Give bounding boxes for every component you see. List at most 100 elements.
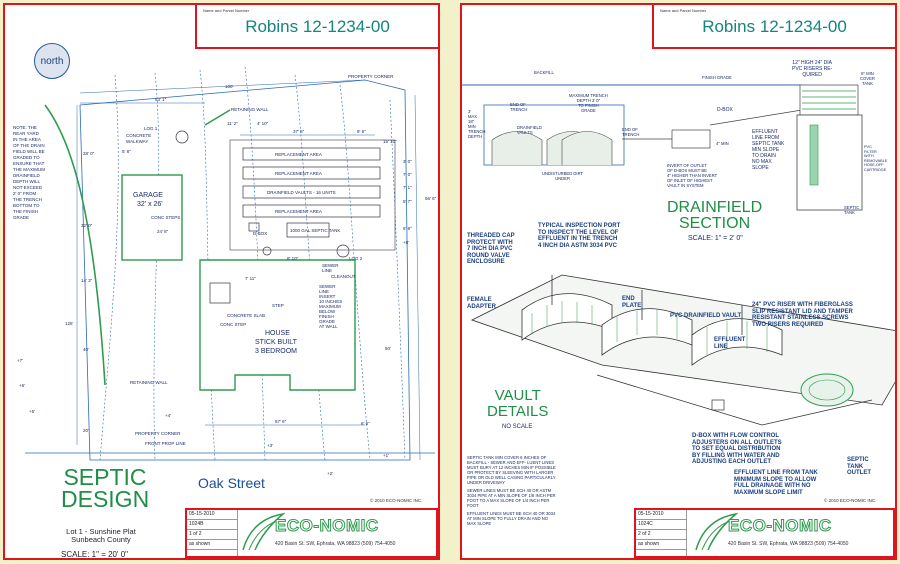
undisturbed-note: UNDISTURBED DIRT UNDER [542,171,584,181]
site-plan-drawing: GARAGE 32' x 26' HOUSE STICK BUILT 3 BED… [13,66,437,476]
retaining-wall-left-label: RETAINING WALL [130,380,168,385]
svg-text:+8': +8' [403,240,409,245]
footer-block: 05-15-2010 1024B 1 of 2 as shown ECO-NOM… [185,508,438,558]
septic-outlet-callout: SEPTIC TANK OUTLET [847,457,871,476]
pvc-filter-shape [809,124,819,186]
svg-text:8' 10": 8' 10" [287,256,299,261]
svg-text:DRAINFIELD: DRAINFIELD [13,173,41,178]
svg-text:15' 10": 15' 10" [383,139,397,144]
project-name-2: Robins 12-1234-00 [702,17,847,36]
eco-leaf-icon [242,512,285,551]
site-scale: SCALE: 1" = 20' 0" [61,550,129,559]
replacement-area-1: REPLACEMENT AREA [275,152,322,157]
street-name: Oak Street [198,475,265,491]
svg-text:NOT EXCEED: NOT EXCEED [13,185,43,190]
female-adapter-callout: FEMALE ADAPTER [467,297,497,310]
vault-details-title: VAULT DETAILS [487,387,549,420]
vault-iso [470,274,895,426]
drainfield-section-title: DRAINFIELD SECTION [667,199,763,232]
concrete-slab-label: CONCRETE SLAB [227,313,265,318]
retaining-wall-left [44,104,106,386]
threaded-cap-callout: THREADED CAP PROTECT WITH 7 INCH DIA PVC… [467,233,515,265]
dbox-shape [248,222,260,232]
riser-note: 12" HIGH 24" DIA PVC RISERS RE- QUIRED [792,60,833,78]
drainfield-scale: SCALE: 1" = 2' 0" [688,235,743,242]
svg-text:NOTE: THE: NOTE: THE [13,125,37,130]
cleanout-label: CLEANOUT [331,274,356,279]
effluent-line-callout: EFFLUENT LINE [714,337,746,350]
svg-text:2' 0" FROM: 2' 0" FROM [13,191,36,196]
eco-leaf-icon-2 [695,512,738,551]
drainfield-vaults-label: DRAINFIELD VAULTS [517,125,542,135]
drainfield-trenches [242,147,381,218]
svg-text:3' 0": 3' 0" [403,159,412,164]
contour-lines [99,66,406,461]
title-block: Name and Parcel Number Robins 12-1234-00 [195,5,438,49]
log2-label: LOG 2 [349,256,363,261]
conc-steps-label: CONC STEPS [151,215,180,220]
svg-text:THE FINISH: THE FINISH [13,209,38,214]
property-corner-top: PROPERTY CORNER [348,74,394,79]
cleanout-marker [262,246,272,256]
property-corner-bottom: PROPERTY CORNER [135,431,181,436]
svg-text:28' 0": 28' 0" [83,151,95,156]
svg-text:IN THE AREA: IN THE AREA [13,137,41,142]
project-name: Robins 12-1234-00 [245,17,390,36]
svg-text:BOTTOM TO: BOTTOM TO [13,203,40,208]
step-label: STEP [272,303,284,308]
conc-step-label: CONC STEP [220,322,246,327]
end-trench-right: END OF TRENCH [622,127,640,137]
svg-text:+7': +7' [17,358,23,363]
septic-tank-lid [800,373,854,407]
vault-ribs [531,301,768,355]
title-block-caption-2: Name and Parcel Number [660,8,707,13]
copyright: © 2010 ECO-NOMIC INC. [370,498,423,503]
svg-text:DEPTH WILL: DEPTH WILL [13,179,41,184]
svg-text:+2': +2' [327,471,333,476]
svg-text:100': 100' [225,84,234,89]
svg-text:6' 8": 6' 8" [403,226,412,231]
retaining-wall-top [204,109,231,126]
detail-sheet: Name and Parcel Number Robins 12-1234-00 [460,3,897,560]
dbox-label: D-BOX [253,231,267,236]
sheet-info: 05-15-2010 1024B 1 of 2 as shown [187,510,238,556]
dbox-section-label: D-BOX [717,107,733,113]
dbox-iso [711,399,725,411]
house-label-1: HOUSE [265,330,290,337]
log2-marker [336,244,350,258]
garage-label: GARAGE [133,192,163,199]
svg-text:32' 0": 32' 0" [81,223,93,228]
notes-block: SEPTIC TANK MIN COVER 6 INCHES OF BACKFI… [467,455,556,526]
footer-block-2: 05-15-2010 1024C 2 of 2 as shown ECO-NOM… [634,508,895,558]
north-arrow-icon: north [34,43,70,79]
svg-text:ENSURE THAT: ENSURE THAT [13,161,45,166]
backfill-label: BACKFILL [534,70,554,75]
svg-text:+1': +1' [383,453,389,458]
svg-text:10 INCHES: 10 INCHES [319,299,342,304]
riser-hatch [802,90,856,110]
svg-text:4' 10": 4' 10" [257,121,269,126]
riser-section [799,84,859,116]
svg-text:20': 20' [83,428,89,433]
svg-text:BELOW: BELOW [319,309,336,314]
dbox-callout: D-BOX WITH FLOW CONTROL ADJUSTERS ON ALL… [692,433,782,465]
end-trench-left: END OF TRENCH [510,102,528,112]
svg-text:REAR YARD: REAR YARD [13,131,40,136]
svg-text:+6': +6' [19,383,25,388]
svg-text:53' 1": 53' 1" [155,97,167,102]
svg-text:57' 6": 57' 6" [275,419,287,424]
svg-text:7' 0": 7' 0" [403,172,412,177]
section-drawing [462,84,895,426]
effluent-section-note: EFFLUENT LINE FROM SEPTIC TANK MIN SLOPE… [752,129,785,171]
svg-text:11' 2": 11' 2" [227,121,238,126]
log1-marker [175,130,189,144]
svg-text:THE TRENCH: THE TRENCH [13,197,42,202]
drainfield-boundary [229,139,396,251]
svg-text:9' 6": 9' 6" [357,129,366,134]
garage-size-label: 32' x 26' [137,201,163,208]
walkway-label-1: CONCRETE [126,133,151,138]
drainfield-vaults-label: DRAINFIELD VAULTS - 16 UNITS [267,190,336,195]
drainfield-vault-section [491,131,613,165]
svg-text:OF THE DRAIN: OF THE DRAIN [13,143,45,148]
design-title: SEPTIC DESIGN [61,464,150,512]
